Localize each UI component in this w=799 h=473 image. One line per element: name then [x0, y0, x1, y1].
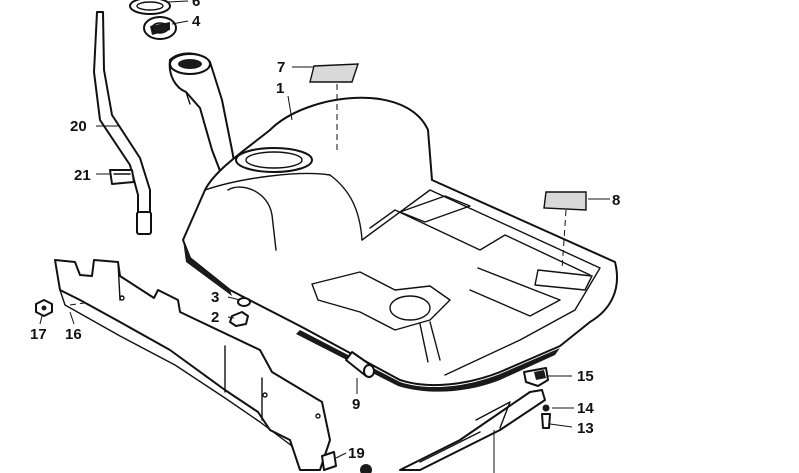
- leader-lines: [39, 0, 610, 473]
- part-17-nut: [35, 299, 53, 317]
- callout-13: 13: [577, 420, 594, 437]
- part-14-washer: [542, 404, 550, 412]
- part-16-heat-shield: [54, 259, 331, 471]
- callout-6: 6: [192, 0, 200, 10]
- part-3-washer: [237, 297, 251, 307]
- callout-9: 9: [352, 396, 360, 413]
- part-8-label: [543, 191, 587, 211]
- part-21-clip: [109, 169, 135, 185]
- callout-3: 3: [211, 289, 219, 306]
- part-15-bracket: [523, 367, 549, 387]
- part-13-bolt: [541, 413, 551, 429]
- lower-trim-strip: [399, 389, 546, 471]
- callout-15: 15: [577, 368, 594, 385]
- part-4-cap: [143, 16, 177, 40]
- part-9-sleeve: [345, 351, 375, 378]
- part-19-grommet: [321, 451, 372, 473]
- callout-2: 2: [211, 309, 219, 326]
- part-20-vent-tube: [93, 11, 152, 235]
- callout-14: 14: [577, 400, 594, 417]
- part-6-ring: [129, 0, 171, 15]
- callout-20: 20: [70, 118, 87, 135]
- part-7-label: [309, 63, 359, 83]
- callout-8: 8: [612, 192, 620, 209]
- part-2-bolt: [229, 311, 249, 327]
- callout-4: 4: [192, 13, 201, 30]
- callout-7: 7: [277, 59, 285, 76]
- callout-16: 16: [65, 326, 82, 343]
- filler-neck: [168, 52, 237, 177]
- install-line-8: [561, 209, 567, 271]
- callout-19: 19: [348, 445, 365, 462]
- callout-17: 17: [30, 326, 47, 343]
- callout-1: 1: [276, 80, 284, 97]
- callout-21: 21: [74, 167, 91, 184]
